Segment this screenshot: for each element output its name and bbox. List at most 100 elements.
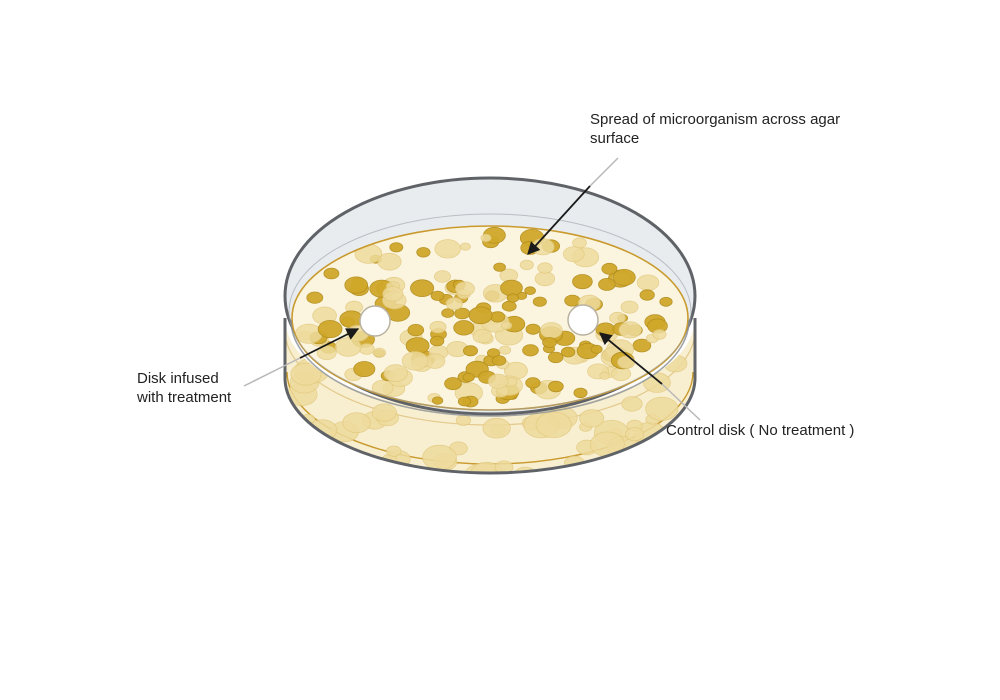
treatment-disk-label: Disk infused with treatment [137, 369, 231, 407]
colony [407, 323, 425, 337]
colony [382, 286, 404, 302]
colony [599, 371, 611, 380]
colony [434, 239, 461, 259]
colony [532, 296, 547, 307]
colony [431, 396, 444, 405]
colony [525, 323, 541, 335]
colony [519, 259, 534, 271]
colony [468, 306, 493, 325]
colony [501, 300, 517, 312]
colony [455, 414, 471, 426]
colony [453, 320, 475, 336]
agar-surface [288, 213, 692, 411]
colony [482, 417, 511, 439]
colony [542, 337, 557, 348]
colony [639, 289, 655, 301]
colony [308, 419, 338, 441]
colony [573, 387, 588, 399]
colony [344, 276, 369, 294]
colony [306, 291, 324, 304]
colony [358, 343, 375, 355]
control-disk-label: Control disk ( No treatment ) [666, 422, 855, 439]
colony [611, 366, 631, 382]
colony [572, 274, 593, 290]
colony [579, 409, 605, 428]
colony [564, 294, 581, 307]
colony [617, 355, 636, 369]
colony [377, 252, 402, 271]
colony [371, 403, 397, 422]
colony [462, 345, 478, 357]
control-disk [567, 304, 599, 336]
colony [401, 351, 429, 371]
colony [316, 345, 337, 361]
dish-front-rim [283, 318, 697, 475]
colony [441, 308, 455, 318]
spread-label: Spread of microorganism across agar surf… [590, 110, 840, 148]
colony [422, 444, 457, 470]
colony [433, 270, 451, 283]
colony [429, 320, 447, 334]
colony [525, 377, 541, 389]
treatment-disk-label-line2: with treatment [137, 389, 232, 406]
colony [535, 411, 572, 439]
colony [590, 344, 603, 354]
colony [598, 277, 616, 291]
colony [353, 361, 376, 378]
spread-pointer [527, 157, 619, 255]
colony [659, 296, 673, 307]
treatment-disk [359, 305, 391, 337]
colony [632, 338, 652, 353]
treatment-disk-pointer [243, 328, 360, 387]
colony [493, 262, 506, 272]
control-disk-pointer [599, 332, 701, 421]
colony [410, 279, 435, 298]
colony [386, 445, 402, 457]
colony [506, 293, 520, 303]
colony [445, 297, 464, 311]
colony [472, 329, 493, 344]
colony [595, 322, 616, 338]
colony [652, 329, 667, 340]
colony [444, 377, 462, 391]
colony [416, 247, 431, 258]
colony [457, 396, 472, 407]
colony [317, 320, 343, 339]
colony [498, 345, 512, 355]
colony [548, 380, 564, 393]
colony [636, 274, 660, 291]
spread-label-line1: Spread of microorganism across agar [590, 111, 841, 128]
colony [562, 246, 585, 263]
colony [612, 268, 636, 286]
colony [459, 242, 471, 251]
spread-label-line2: surface [590, 130, 640, 147]
colony [383, 364, 408, 383]
colony [462, 372, 475, 382]
colony [500, 321, 513, 330]
colony [645, 396, 679, 421]
treatment-disk-label-line1: Disk infused [137, 370, 219, 387]
colony [389, 242, 404, 253]
colony [625, 427, 645, 442]
colony [643, 372, 671, 393]
colony [494, 460, 514, 473]
colony [342, 412, 371, 434]
colony [601, 262, 618, 275]
colony [323, 267, 340, 280]
colony [618, 321, 642, 339]
colony-cluster [294, 226, 673, 408]
colony [372, 347, 387, 358]
colony [609, 311, 626, 325]
colony [522, 344, 539, 357]
colony [548, 351, 564, 364]
colony [540, 322, 563, 339]
colony [537, 262, 553, 274]
colony [429, 335, 445, 347]
colony [455, 281, 475, 297]
colony [490, 311, 506, 323]
colony [534, 271, 556, 287]
colony [290, 362, 322, 386]
colony [560, 346, 576, 358]
colony [621, 396, 643, 412]
